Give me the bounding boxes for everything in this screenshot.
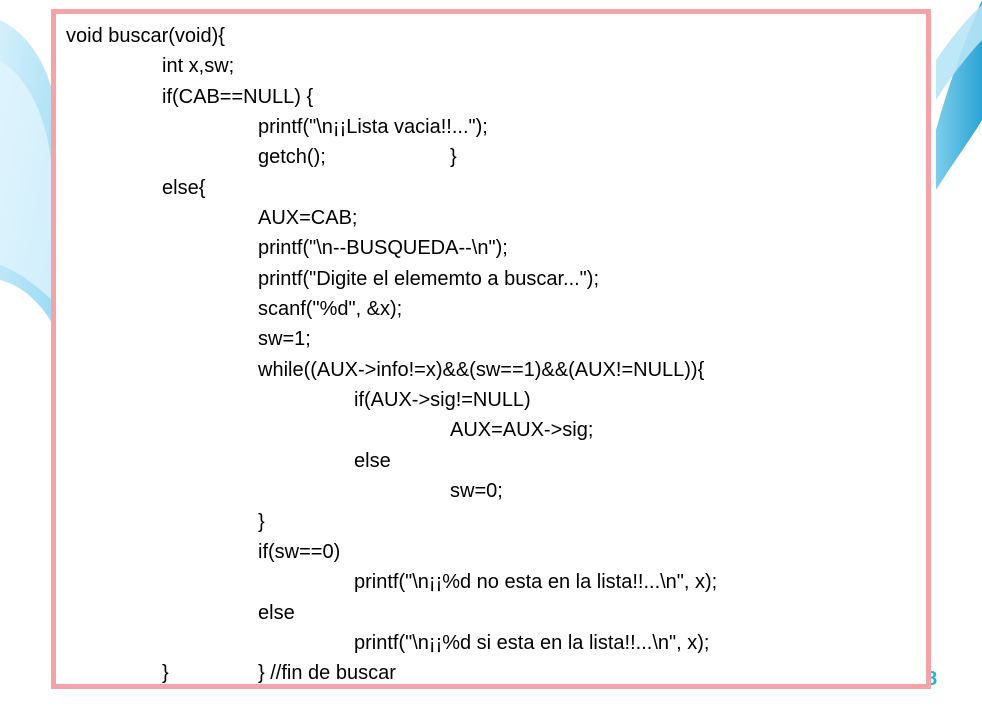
code-text: AUX=CAB;: [258, 207, 358, 230]
code-text: if(sw==0): [258, 540, 341, 563]
code-text: sw=0;: [450, 480, 503, 503]
code-text: printf("Digite el elememto a buscar...")…: [258, 267, 599, 290]
code-text: else{: [162, 176, 206, 199]
code-text: if(CAB==NULL) {: [162, 85, 314, 108]
code-text: sw=1;: [258, 328, 311, 351]
code-trailing-text: }: [450, 146, 457, 169]
code-text: }: [258, 510, 265, 533]
code-trailing-text: } //fin de buscar: [258, 662, 396, 685]
code-text: else: [354, 449, 391, 472]
code-text: int x,sw;: [162, 55, 235, 78]
code-box: void buscar(void){ int x,sw; if(CAB==NULL)…: [51, 9, 931, 689]
code-text: AUX=AUX->sig;: [450, 419, 594, 442]
code-text: scanf("%d", &x);: [258, 298, 403, 321]
code-text: printf("\n--BUSQUEDA--\n");: [258, 237, 508, 260]
code-text: void buscar(void){: [66, 25, 225, 47]
code-text: }: [162, 662, 169, 685]
slide-number: 8: [926, 668, 938, 690]
code-text: printf("\n¡¡%d no esta en la lista!!...\…: [354, 571, 718, 594]
code-text: else: [258, 601, 295, 624]
code-text: printf("\n¡¡%d si esta en la lista!!...\…: [354, 631, 710, 654]
code-text: getch();: [258, 146, 326, 169]
code-text: while((AUX->info!=x)&&(sw==1)&&(AUX!=NUL…: [258, 358, 705, 381]
code-text: if(AUX->sig!=NULL): [354, 389, 531, 412]
code-text: printf("\n¡¡Lista vacia!!...");: [258, 116, 488, 139]
